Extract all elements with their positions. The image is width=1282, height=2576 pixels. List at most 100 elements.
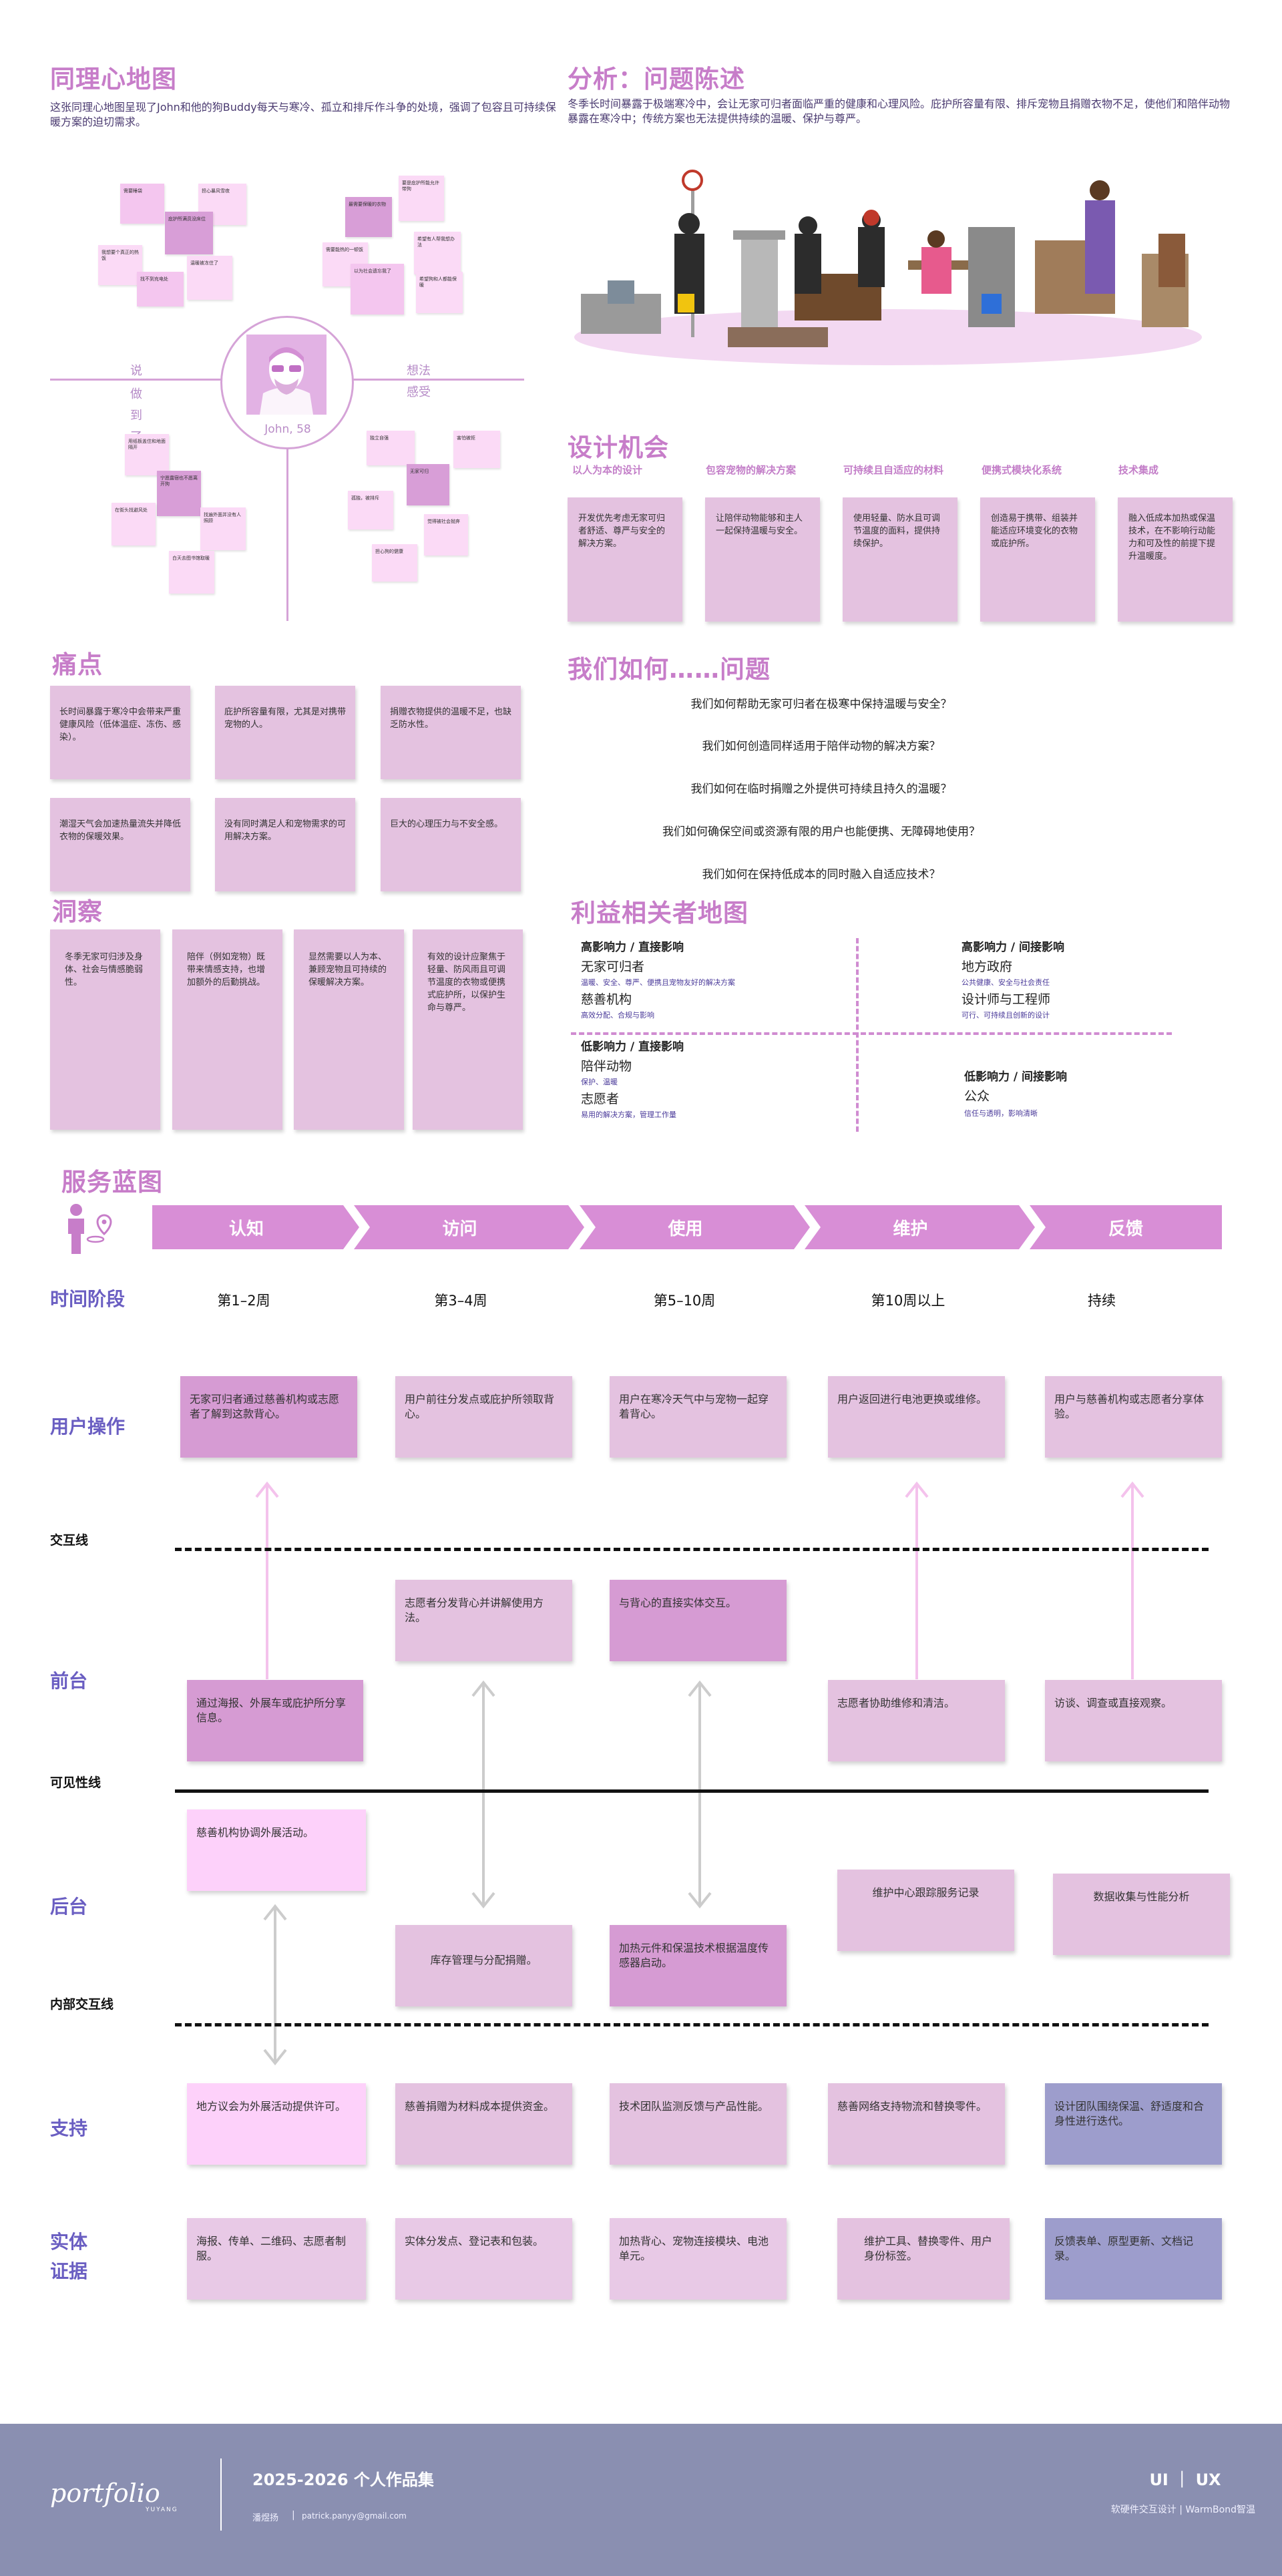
footer-tag: UI ｜ UX [1149,2471,1221,2489]
footer-sep: | [292,2510,295,2521]
stakeholder-name: 陪伴动物 [581,1059,632,1074]
backstage-action: 维护中心跟踪服务记录 [837,1870,1014,1951]
opportunity-card: 融入低成本加热或保温技术，在不影响行动能力和可及性的前提下提升温暖度。 [1118,497,1233,622]
analysis-title: 分析：问题陈述 [568,65,745,93]
sticky-note: 在街头找避风处 [112,503,156,546]
sticky-note: 担心狗的健康 [372,544,417,582]
hmw-question: 我们如何帮助无家可归者在极寒中保持温暖与安全？ [690,698,952,711]
time-phase: 第1–2周 [217,1293,270,1309]
stakeholder-name: 设计师与工程师 [962,992,1051,1007]
flow-arrows [255,1481,1144,2066]
physical-evidence: 加热背心、宠物连接模块、电池单元。 [610,2218,787,2300]
pain-card: 捐赠衣物提供的温暖不足，也缺乏防水性。 [381,686,521,779]
line-label-visibility: 可见性线 [50,1775,101,1790]
sticky-note: 最需要保暖的衣物 [345,197,392,237]
support-action: 设计团队围绕保温、舒适度和合身性进行迭代。 [1045,2083,1222,2165]
insight-card: 陪伴（例如宠物）既带来情感支持，也增加额外的后勤挑战。 [172,929,282,1130]
backstage-action: 库存管理与分配捐赠。 [395,1925,572,2006]
quad-label-feel: 感受 [407,385,431,399]
internal-interaction-line [175,2023,1209,2026]
stakeholder-name: 慈善机构 [581,992,632,1007]
stakeholder-quadrant-head: 高影响力 / 直接影响 [581,941,684,954]
stakeholder-need: 温暖、安全、尊严、便携且宠物友好的解决方案 [581,978,735,987]
footer-email[interactable]: patrick.panyy@gmail.com [302,2511,407,2521]
footer-subtitle: 软硬件交互设计 | WarmBond智温 [1110,2505,1255,2515]
support-action: 技术团队监测反馈与产品性能。 [610,2083,787,2165]
sticky-note: 希望有人帮我想办法 [414,232,461,274]
stakeholder-name: 地方政府 [962,959,1013,974]
footer-author: 潘煜扬 [252,2513,279,2523]
insight-card: 有效的设计应聚焦于轻量、防风雨且可调节温度的衣物或便携式庇护所，以保护生命与尊严… [413,929,523,1130]
opportunity-title: 设计机会 [568,433,669,462]
line-label-internal: 内部交互线 [50,1997,114,2012]
support-action: 地方议会为外展活动提供许可。 [187,2083,366,2165]
stakeholder-need: 高效分配、合规与影响 [581,1011,654,1020]
sticky-note: 找遍外面并没有人照顾 [200,507,246,550]
stage-feedback: 反馈 [1030,1205,1222,1249]
footer-divider [220,2458,222,2531]
physical-evidence: 维护工具、替换零件、用户身份标签。 [837,2218,1010,2300]
sticky-note: 害怕被拒 [453,431,500,468]
sticky-note: 用纸板盖住和地面隔开 [125,434,169,475]
sticky-note: 独立自强 [367,431,415,465]
hmw-question: 我们如何在临时捐赠之外提供可持续且持久的温暖？ [690,783,952,796]
stakeholder-need: 易用的解决方案，管理工作量 [581,1110,676,1119]
pain-card: 潮湿天气会加速热量流失并降低衣物的保暖效果。 [50,798,190,891]
pixel-illustration [568,160,1229,374]
stakeholder-need: 公共健康、安全与社会责任 [962,978,1050,987]
user-action: 用户返回进行电池更换或维修。 [828,1376,1005,1458]
quad-label-think: 想法 [407,364,431,378]
stakeholder-need: 信任与透明，影响清晰 [964,1109,1038,1118]
stakeholder-name: 公众 [964,1089,990,1104]
footer: portfolio YUYANG 2025-2026 个人作品集 潘煜扬 | p… [0,2424,1282,2576]
row-label-user: 用户操作 [50,1416,126,1438]
opportunity-card: 创造易于携带、组装并能适应环境变化的衣物或庇护所。 [980,497,1095,622]
pain-card: 长时间暴露于寒冷中会带来严重健康风险（低体温症、冻伤、感染）。 [50,686,190,779]
interaction-line [175,1548,1209,1551]
footer-logo-sub: YUYANG [146,2507,178,2513]
hmw-question: 我们如何在保持低成本的同时融入自适应技术？ [702,868,941,881]
time-phase: 持续 [1088,1293,1116,1309]
divider-v [286,384,288,621]
row-label-evidence: 证据 [50,2260,88,2282]
empathy-title: 同理心地图 [50,65,177,93]
stakeholder-axis-h [571,1032,1172,1035]
stakeholder-name: 志愿者 [581,1092,620,1106]
insight-title: 洞察 [52,897,103,926]
empathy-map: John, 58 说 做到了吗？ 想法 感受 需要睡袋 担心暴风雪夜 庇护所满员… [50,170,524,624]
stakeholder-name: 无家可归者 [581,959,645,974]
support-action: 慈善捐赠为材料成本提供资金。 [395,2083,572,2165]
hmw-title: 我们如何……问题 [568,655,771,684]
stage-usage: 使用 [580,1205,810,1249]
pain-card: 没有同时满足人和宠物需求的可用解决方案。 [215,798,355,891]
time-phase: 第10周以上 [871,1293,945,1309]
analysis-intro: 冬季长时间暴露于极端寒冷中，会让无家可归者面临严重的健康和心理风险。庇护所容量有… [568,97,1231,125]
empathy-intro: 这张同理心地图呈现了John和他的狗Buddy每天与寒冷、孤立和排斥作斗争的处境… [50,101,556,128]
stakeholder-quadrant-head: 低影响力 / 间接影响 [964,1070,1068,1084]
frontstage-action: 访谈、调查或直接观察。 [1045,1680,1222,1761]
backstage-action: 数据收集与性能分析 [1053,1874,1230,1955]
quad-label-say: 说 [130,364,142,378]
backstage-action: 慈善机构协调外展活动。 [187,1809,366,1891]
time-phase: 第5–10周 [653,1293,716,1309]
user-action: 用户与慈善机构或志愿者分享体验。 [1045,1376,1222,1458]
opportunity-card: 使用轻量、防水且可调节温度的面料，提供持续保护。 [843,497,957,622]
stage-awareness: 认知 [152,1205,359,1249]
user-action: 用户在寒冷天气中与宠物一起穿着背心。 [610,1376,787,1458]
opportunity-card: 开发优先考虑无家可归者舒适、尊严与安全的解决方案。 [568,497,682,622]
opportunity-card: 让陪伴动物能够和主人一起保持温暖与安全。 [705,497,820,622]
frontstage-action: 志愿者协助维修和清洁。 [828,1680,1005,1761]
opportunity-head: 包容宠物的解决方案 [706,464,797,476]
stakeholder-axis-v [856,938,859,1132]
pain-card: 巨大的心理压力与不安全感。 [381,798,521,891]
user-action: 无家可归者通过慈善机构或志愿者了解到这款背心。 [180,1376,357,1458]
row-label-evidence: 实体 [50,2231,88,2253]
time-phase: 第3–4周 [434,1293,487,1309]
insight-card: 冬季无家可归涉及身体、社会与情感脆弱性。 [50,929,160,1130]
stakeholder-quadrant-head: 高影响力 / 间接影响 [962,941,1065,954]
row-label-frontstage: 前台 [50,1670,88,1692]
stage-access: 访问 [354,1205,584,1249]
row-label-backstage: 后台 [50,1896,88,1918]
support-action: 慈善网络支持物流和替换零件。 [828,2083,1005,2165]
sticky-note: 需要睡袋 [120,184,164,224]
